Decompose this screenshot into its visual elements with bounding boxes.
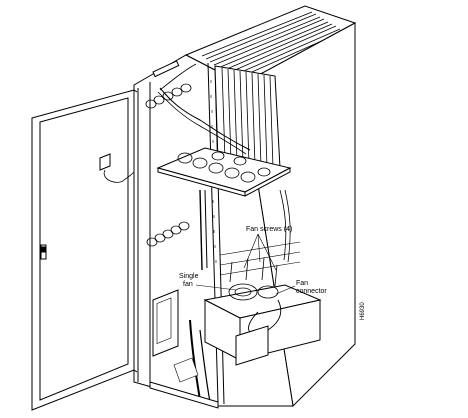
top-cable-bar [152,60,180,78]
leader-single-fan [195,284,237,291]
single-fan [228,257,279,301]
line-cards [221,67,274,169]
rail-holes [210,80,217,263]
power-cables [189,319,201,401]
fan-connector-label-line1: Fan [296,280,309,287]
cable-bundle-top [159,87,251,151]
vertical-cable [199,189,203,271]
cabinet-base [149,381,219,409]
upper-left-connectors [145,83,192,109]
fan-connector-label-line2: connector [296,288,327,295]
door-bracket [99,153,111,171]
leader-fan-screws [243,233,259,269]
fan-screws-label: Fan screws (4) [246,226,293,233]
single-fan-label-line2: fan [183,281,193,288]
mid-left-connectors [146,221,190,247]
figure-id-label: H6930 [360,302,366,320]
shelf-connectors [177,151,271,183]
power-box [235,325,269,366]
leader-fan-connector [275,285,296,295]
single-fan-label-line1: Single [179,273,199,280]
